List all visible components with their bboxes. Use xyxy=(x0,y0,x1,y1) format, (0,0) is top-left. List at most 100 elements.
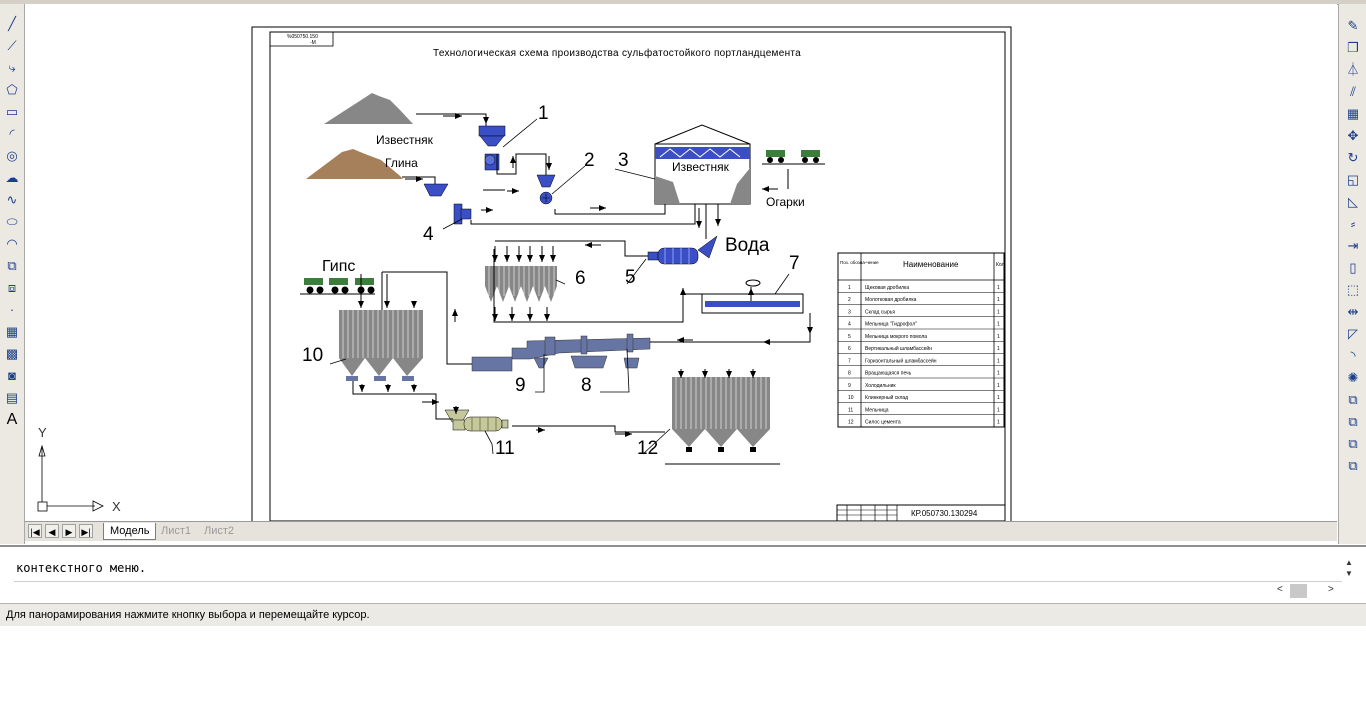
table-icon[interactable]: ▤ xyxy=(5,390,19,405)
extend-icon[interactable]: ⇥ xyxy=(1347,238,1359,253)
drawing-svg[interactable]: %050750.150 -М Технологическая схема про… xyxy=(25,4,1337,521)
num-5: 5 xyxy=(625,267,636,288)
tab-sheet1[interactable]: Лист1 xyxy=(161,525,192,537)
num-1: 1 xyxy=(538,103,549,124)
clinker-store xyxy=(339,310,423,381)
break-at-point-icon[interactable]: ▯ xyxy=(1349,260,1357,275)
bring-above-icon[interactable]: ⧉ xyxy=(1348,436,1358,451)
clay-pile xyxy=(306,149,403,179)
arc-icon[interactable]: ◜ xyxy=(9,126,15,141)
spec-row-name: Мельница xyxy=(865,407,889,413)
line-icon[interactable]: ╱ xyxy=(8,16,16,31)
spec-row-name: Молотковая дробилка xyxy=(865,297,917,303)
send-under-icon[interactable]: ⧉ xyxy=(1348,458,1358,473)
rotary-kiln xyxy=(511,333,651,369)
hatch-icon[interactable]: ▦ xyxy=(5,324,19,339)
drawing-title: Технологическая схема производства сульф… xyxy=(433,47,801,59)
point-icon[interactable]: · xyxy=(9,302,15,317)
move-icon[interactable]: ✥ xyxy=(1347,128,1359,143)
draw-order-back-icon[interactable]: ⧉ xyxy=(1348,414,1358,429)
limestone-store-label: Известняк xyxy=(672,160,730,174)
drawing-area[interactable]: %050750.150 -М Технологическая схема про… xyxy=(25,4,1337,521)
spec-row-pos: 5 xyxy=(848,334,851,340)
spec-header-name: Наименование xyxy=(903,260,959,269)
spline-icon[interactable]: ∿ xyxy=(6,192,18,207)
num-7: 7 xyxy=(789,253,800,274)
draw-order-front-icon[interactable]: ⧉ xyxy=(1348,392,1358,407)
array-icon[interactable]: ▦ xyxy=(1346,106,1360,121)
spec-row-name: Склад сырья xyxy=(865,309,895,315)
spec-row-name: Щековая дробилка xyxy=(865,285,909,291)
insert-block-icon[interactable]: ⧉ xyxy=(7,258,17,273)
construction-line-icon[interactable]: ⟋ xyxy=(7,38,17,53)
scale-icon[interactable]: ◱ xyxy=(1346,172,1360,187)
command-history-scrollbar[interactable]: ▲▼ xyxy=(1345,558,1353,578)
scroll-left-icon[interactable]: < xyxy=(1277,584,1283,595)
spec-row-qty: 1 xyxy=(997,371,1000,377)
spec-row-qty: 1 xyxy=(997,383,1000,389)
sheet-outer-frame xyxy=(251,26,1012,521)
join-icon[interactable]: ⇹ xyxy=(1347,304,1359,319)
trim-icon[interactable]: ⸗ xyxy=(1350,216,1356,231)
tab-model[interactable]: Модель xyxy=(103,523,157,540)
command-history-line: контекстного меню. xyxy=(16,561,147,575)
spec-row-qty: 1 xyxy=(997,395,1000,401)
num-11: 11 xyxy=(495,438,515,459)
circle-icon[interactable]: ◎ xyxy=(6,148,18,163)
spec-row-qty: 1 xyxy=(997,346,1000,352)
tab-sheet2[interactable]: Лист2 xyxy=(204,525,235,537)
fillet-icon[interactable]: ◝ xyxy=(1350,348,1356,363)
chamfer-icon[interactable]: ◸ xyxy=(1348,326,1358,341)
ucs-x-label: X xyxy=(112,499,121,514)
stretch-icon[interactable]: ◺ xyxy=(1348,194,1358,209)
num-4: 4 xyxy=(423,224,434,245)
first-layout-button[interactable]: |◀ xyxy=(28,524,42,538)
clay-pile-label: Глина xyxy=(385,156,418,170)
spec-row-pos: 7 xyxy=(848,358,851,364)
cinders-wagons xyxy=(762,150,825,165)
make-block-icon[interactable]: ⧈ xyxy=(7,280,17,295)
spec-row-name: Мельница "Гидрофол" xyxy=(865,322,917,328)
num-8: 8 xyxy=(581,375,592,396)
spec-row-qty: 1 xyxy=(997,407,1000,413)
rectangle-icon[interactable]: ▭ xyxy=(5,104,19,119)
ellipse-icon[interactable]: ⬭ xyxy=(6,214,18,229)
spec-row-pos: 4 xyxy=(848,322,851,328)
explode-icon[interactable]: ✺ xyxy=(1347,370,1359,385)
copy-icon[interactable]: ❐ xyxy=(1347,40,1359,55)
revision-cloud-icon[interactable]: ☁ xyxy=(5,170,19,185)
multiline-text-icon[interactable]: A xyxy=(6,411,18,428)
break-icon[interactable]: ⬚ xyxy=(1346,282,1360,297)
stamp-code: КР.050730.130294 xyxy=(911,509,978,518)
spec-row-pos: 1 xyxy=(848,285,851,291)
num-2: 2 xyxy=(584,150,595,171)
flow-lines xyxy=(352,113,811,433)
spec-row-name: Силос цемента xyxy=(865,420,901,426)
offset-icon[interactable]: ⫽ xyxy=(1350,84,1356,99)
polygon-icon[interactable]: ⬠ xyxy=(6,82,18,97)
erase-icon[interactable]: ✎ xyxy=(1347,18,1359,33)
num-6: 6 xyxy=(575,268,586,289)
rotate-icon[interactable]: ↻ xyxy=(1347,150,1359,165)
last-layout-button[interactable]: ▶| xyxy=(79,524,93,538)
scroll-thumb[interactable] xyxy=(1290,584,1307,598)
title-block: КР.050730.130294 xyxy=(836,504,1006,521)
polyline-icon[interactable]: ⤷ xyxy=(8,60,16,75)
corner-stamp-code-2: -М xyxy=(310,40,316,46)
region-icon[interactable]: ◙ xyxy=(8,368,16,383)
hydrofol-mill xyxy=(423,183,449,197)
gradient-icon[interactable]: ▩ xyxy=(5,346,19,361)
command-horizontal-scrollbar[interactable]: < > xyxy=(1272,583,1342,599)
corner-stamp-code: %050750.150 xyxy=(287,34,318,40)
spec-row-name: Вращающаяся печь xyxy=(865,371,912,377)
scroll-right-icon[interactable]: > xyxy=(1328,584,1334,595)
command-window: контекстного меню. ▲▼ < > xyxy=(0,545,1366,601)
mirror-icon[interactable]: ⏃ xyxy=(1346,62,1360,77)
prev-layout-button[interactable]: ◀ xyxy=(45,524,59,538)
next-layout-button[interactable]: ▶ xyxy=(62,524,76,538)
ellipse-arc-icon[interactable]: ◠ xyxy=(6,236,18,251)
command-input[interactable] xyxy=(14,581,1342,600)
num-10: 10 xyxy=(302,345,323,366)
flow-arrows xyxy=(358,113,813,437)
cinders-label: Огарки xyxy=(766,195,805,209)
